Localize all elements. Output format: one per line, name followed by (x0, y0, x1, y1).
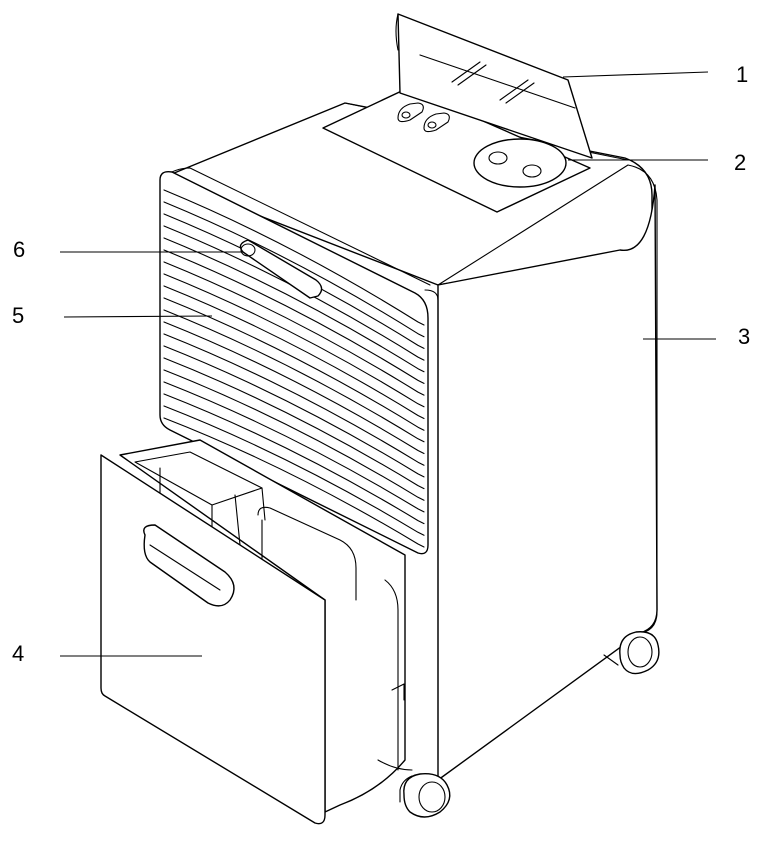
switch-icon-1 (397, 102, 424, 123)
front-wheel-icon (399, 773, 451, 818)
control-panel (322, 87, 591, 213)
grille-slat (163, 405, 425, 536)
knob-icon (473, 138, 567, 188)
switch-icon-2 (423, 112, 450, 133)
grille-slat (163, 309, 425, 443)
grille-slat (163, 297, 425, 431)
grille-slat (163, 333, 425, 466)
callout-3: 3 (738, 324, 751, 349)
grille-slat (163, 285, 425, 420)
grille-slat (163, 393, 425, 525)
callout-6: 6 (13, 237, 26, 262)
callout-4: 4 (12, 641, 25, 666)
grille-slat (163, 249, 425, 384)
flip-lid (395, 13, 593, 159)
grille-slat (163, 237, 425, 373)
grille-slat (163, 369, 425, 501)
grille-slat (163, 261, 425, 396)
grille-slat (163, 273, 425, 408)
grille-slat (163, 189, 425, 326)
water-tank (100, 439, 413, 825)
rear-wheel-icon (619, 631, 660, 675)
cabinet-body (161, 102, 658, 781)
leader-lines (60, 71, 716, 657)
callout-5: 5 (12, 303, 25, 328)
grille-slat (163, 321, 425, 455)
grille-slat (163, 417, 425, 548)
grille-slat (163, 381, 425, 513)
callout-1: 1 (736, 62, 749, 87)
grille-slat (163, 357, 425, 490)
grille-slat (163, 201, 425, 338)
grille-slats (163, 189, 425, 548)
grille-slat (163, 345, 425, 478)
callout-2: 2 (734, 150, 747, 175)
